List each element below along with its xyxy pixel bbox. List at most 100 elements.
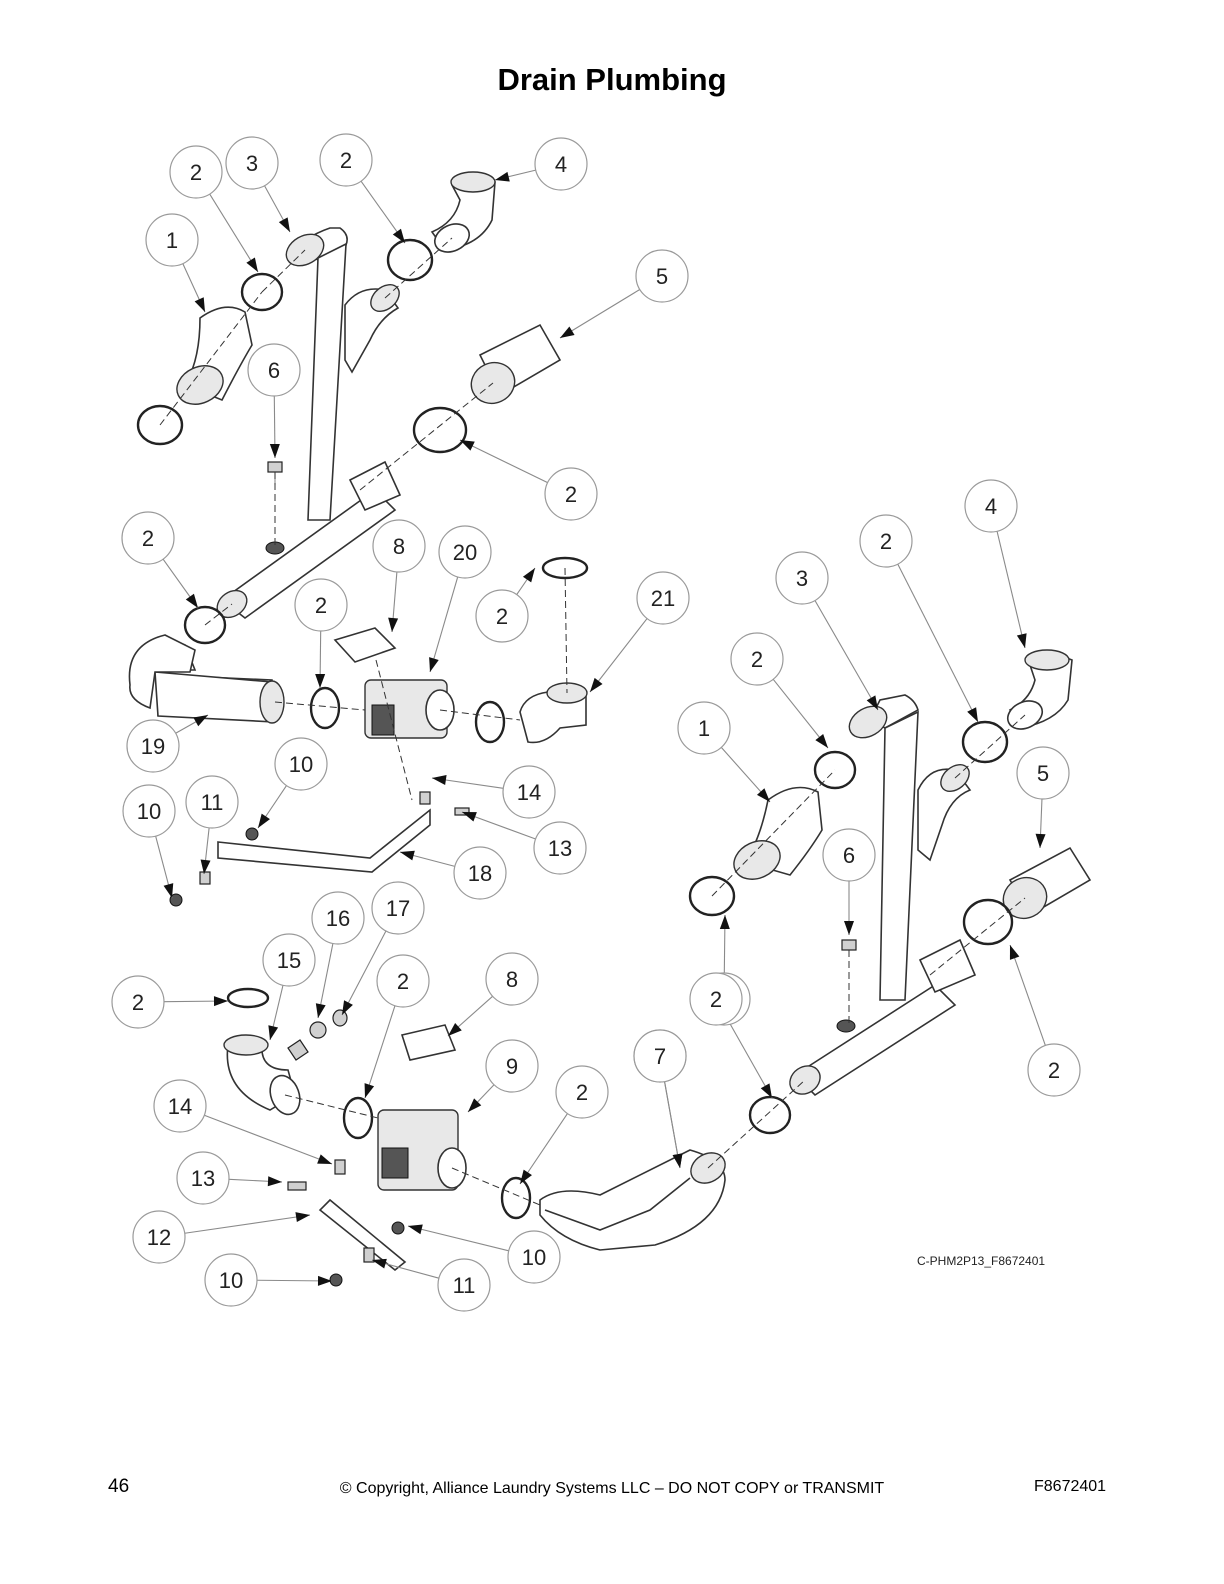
leader-arrowhead <box>448 1022 462 1036</box>
callout-3: 3 <box>775 551 829 605</box>
callout-10: 10 <box>122 784 176 838</box>
callout-number: 2 <box>397 969 409 994</box>
leader-arrowhead <box>364 1083 375 1098</box>
callout-circle <box>730 632 784 686</box>
leader-arrowhead <box>185 593 198 608</box>
drawing-id: C-PHM2P13_F8672401 <box>917 1254 1046 1268</box>
callout-5: 5 <box>635 249 689 303</box>
callout-number: 7 <box>654 1044 666 1069</box>
hose-elbow-part-1-left <box>176 306 253 405</box>
callout-7: 7 <box>633 1029 687 1083</box>
callout-number: 2 <box>710 987 722 1012</box>
callout-circle <box>372 519 426 573</box>
callout-8: 8 <box>485 952 539 1006</box>
callout-17: 17 <box>371 881 425 935</box>
callout-12: 12 <box>132 1210 186 1264</box>
callout-number: 5 <box>656 264 668 289</box>
leader-arrowhead <box>317 1154 332 1164</box>
callout-circle <box>371 881 425 935</box>
callout-number: 8 <box>506 967 518 992</box>
callout-circle <box>677 701 731 755</box>
callout-18: 18 <box>453 846 507 900</box>
leader-arrowhead <box>268 1025 279 1040</box>
leader-line <box>1009 944 1046 1046</box>
leader-arrowhead <box>760 1083 772 1098</box>
callout-circle <box>438 525 492 579</box>
callout-6: 6 <box>247 343 301 397</box>
callout-2: 2 <box>689 972 743 1026</box>
callout-number: 10 <box>522 1245 546 1270</box>
callout-9: 9 <box>485 1039 539 1093</box>
leader-arrowhead <box>432 775 447 785</box>
leader-arrowhead <box>388 617 399 632</box>
leader-line <box>559 289 641 339</box>
drain-hose-part-7 <box>539 1149 726 1251</box>
callout-number: 14 <box>168 1094 192 1119</box>
callout-number: 2 <box>1048 1058 1060 1083</box>
callout-circle <box>1027 1043 1081 1097</box>
callout-number: 6 <box>268 358 280 383</box>
callout-2: 2 <box>121 511 175 565</box>
callout-2: 2 <box>294 578 348 632</box>
callout-circle <box>544 467 598 521</box>
callout-circle <box>859 514 913 568</box>
leader-arrowhead <box>317 1275 332 1286</box>
leader-arrowhead <box>756 788 770 802</box>
callout-circle <box>176 1151 230 1205</box>
leader-arrowhead <box>866 695 878 710</box>
callout-circle <box>262 933 316 987</box>
callout-circle <box>122 784 176 838</box>
callout-4: 4 <box>534 137 588 191</box>
leader-arrowhead <box>522 568 535 583</box>
leader-arrowhead <box>462 812 477 822</box>
leader-line <box>728 1021 773 1099</box>
callout-15: 15 <box>262 933 316 987</box>
callout-circle <box>485 952 539 1006</box>
page-title: Drain Plumbing <box>497 62 727 97</box>
leader-arrowhead <box>429 657 439 672</box>
drain-hose-part-19 <box>128 634 285 724</box>
elbow-part-4-left <box>430 171 496 253</box>
leader-arrowhead <box>495 171 510 182</box>
leader-arrowhead <box>844 921 854 935</box>
leader-arrowhead <box>213 996 228 1007</box>
leader-line <box>204 1114 333 1165</box>
leader-line <box>209 193 259 273</box>
callout-number: 10 <box>219 1268 243 1293</box>
document-number: F8672401 <box>1034 1478 1107 1495</box>
callout-number: 3 <box>246 151 258 176</box>
callout-circle <box>507 1230 561 1284</box>
clamps-part-2-right <box>688 720 1014 1135</box>
leader-line <box>407 1225 509 1252</box>
callout-1: 1 <box>145 213 199 267</box>
callout-2: 2 <box>111 975 165 1029</box>
callout-circle <box>145 213 199 267</box>
leader-arrowhead <box>258 813 270 828</box>
leader-line <box>341 930 387 1016</box>
leader-arrowhead <box>163 883 174 898</box>
leader-line <box>664 1081 681 1169</box>
leader-arrowhead <box>1035 833 1046 848</box>
callout-circle <box>185 775 239 829</box>
callout-13: 13 <box>176 1151 230 1205</box>
lower-left-assembly <box>223 987 532 1287</box>
callout-10: 10 <box>204 1253 258 1307</box>
callout-4: 4 <box>964 479 1018 533</box>
leader-arrowhead <box>967 707 978 722</box>
leader-arrowhead <box>246 257 258 272</box>
callout-circle <box>121 511 175 565</box>
callout-circle <box>169 145 223 199</box>
leader-arrowhead <box>194 297 205 312</box>
callout-circle <box>225 136 279 190</box>
callout-circle <box>534 137 588 191</box>
callout-number: 21 <box>651 586 675 611</box>
leader-arrowhead <box>315 1003 326 1018</box>
callout-circle <box>1016 746 1070 800</box>
leader-line <box>184 1214 311 1234</box>
leader-line <box>589 618 648 693</box>
coupling-part-5-left <box>470 323 562 405</box>
callout-number: 4 <box>555 152 567 177</box>
leader-line <box>772 678 829 749</box>
leader-lines <box>155 169 1046 1286</box>
callout-number: 5 <box>1037 761 1049 786</box>
